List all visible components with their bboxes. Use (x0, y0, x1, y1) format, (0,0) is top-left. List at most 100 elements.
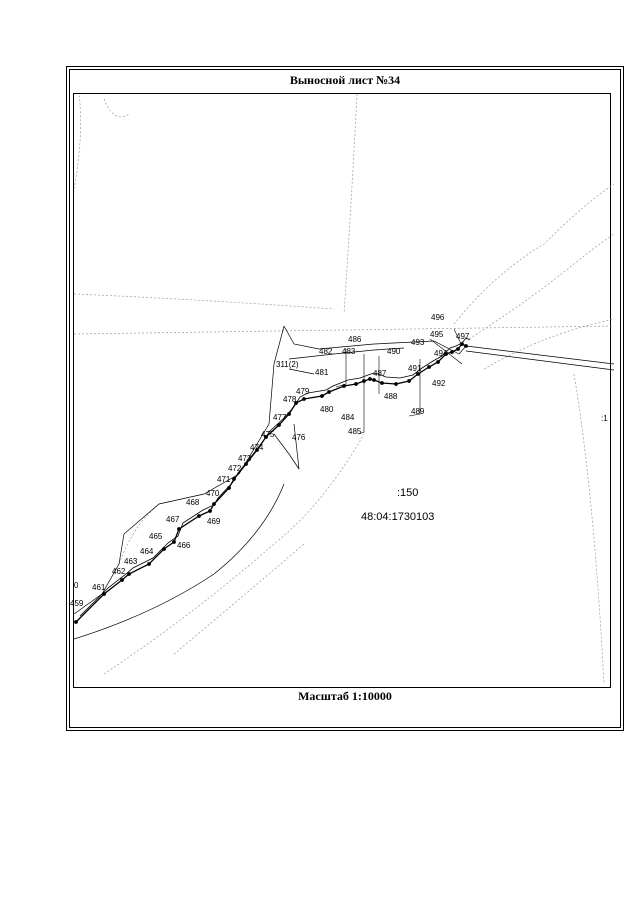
boundary-point-468 (197, 514, 201, 518)
point-label-465: 465 (149, 532, 163, 541)
scale-label: Масштаб 1:10000 (298, 689, 392, 703)
contour-line (173, 543, 305, 655)
boundary-point-488 (394, 382, 398, 386)
point-label-493: 493 (411, 338, 425, 347)
sheet-inner-border (69, 69, 621, 728)
point-label-495: 495 (430, 330, 444, 339)
point-label-467: 467 (166, 515, 180, 524)
boundary-point-472 (232, 477, 236, 481)
boundary-point-478 (294, 401, 298, 405)
boundary-point-462 (120, 578, 124, 582)
point-label-497: 497 (456, 332, 470, 341)
boundary-point-480 (320, 394, 324, 398)
contour-line (73, 93, 81, 190)
point-label-483: 483 (342, 347, 356, 356)
map-sheet: Выносной лист №34 Масштаб 1:10000 (66, 66, 624, 731)
point-label-464: 464 (140, 547, 154, 556)
point-label-479: 479 (296, 387, 310, 396)
point-label-485: 485 (348, 427, 362, 436)
boundary-point-470 (212, 502, 216, 506)
boundary-point-485 (368, 377, 372, 381)
boundary-point-487 (380, 381, 384, 385)
background-contours (73, 93, 615, 685)
edge-label-left: 0 (74, 581, 79, 590)
contour-line (103, 98, 130, 118)
point-label-463: 463 (124, 557, 138, 566)
point-label-473: 473 (238, 454, 252, 463)
boundary-route-parallel (79, 337, 471, 617)
boundary-point-471 (227, 486, 231, 490)
boundary-point-475 (264, 435, 268, 439)
point-label-477: 477 (273, 413, 287, 422)
point-label-474: 474 (250, 443, 264, 452)
boundary-route-line (75, 343, 467, 623)
contour-line (453, 183, 615, 325)
boundary-point-474 (255, 448, 259, 452)
sheet-title: Выносной лист №34 (289, 73, 401, 87)
boundary-point-465 (162, 547, 166, 551)
boundary-route: 4594614624634644654664674684694704714724… (70, 313, 471, 624)
boundary-point-467 (177, 527, 181, 531)
road (465, 345, 615, 371)
point-label-492: 492 (432, 379, 446, 388)
point-label-478: 478 (283, 395, 297, 404)
parcel-tag: 311(2) (276, 360, 299, 369)
point-label-470: 470 (206, 489, 220, 498)
boundary-point-477 (287, 412, 291, 416)
point-label-491: 491 (408, 364, 422, 373)
boundary-point-495 (456, 347, 460, 351)
leader-lines (335, 328, 463, 435)
contour-line (483, 318, 615, 370)
point-label-472: 472 (228, 464, 242, 473)
boundary-point-469 (208, 509, 212, 513)
point-label-480: 480 (320, 405, 334, 414)
point-labels: 4594614624634644654664674684694704714724… (70, 313, 470, 608)
boundary-point-466 (172, 540, 176, 544)
boundary-point-496 (460, 342, 464, 346)
boundary-point-497 (464, 344, 468, 348)
boundary-point-494 (450, 350, 454, 354)
point-label-475: 475 (261, 430, 275, 439)
contour-line (343, 93, 358, 315)
contour-line (468, 233, 615, 340)
boundary-point-461 (102, 592, 106, 596)
point-label-471: 471 (217, 475, 231, 484)
point-label-494: 494 (434, 349, 448, 358)
point-label-487: 487 (373, 369, 387, 378)
boundary-point-463 (127, 572, 131, 576)
boundary-point-492 (436, 360, 440, 364)
boundary-point-486 (372, 378, 376, 382)
contour-line (73, 325, 615, 335)
parcel-label: :150 (397, 487, 418, 499)
boundary-point-493 (444, 352, 448, 356)
boundary-point-479 (302, 397, 306, 401)
point-label-468: 468 (186, 498, 200, 507)
point-label-469: 469 (207, 517, 221, 526)
point-label-461: 461 (92, 583, 106, 592)
point-label-490: 490 (387, 347, 401, 356)
edge-label-right: :1 (601, 414, 608, 423)
boundary-point-481 (327, 390, 331, 394)
cadastral-number: 48:04:1730103 (361, 511, 434, 523)
boundary-points (74, 342, 468, 624)
boundary-point-473 (244, 462, 248, 466)
point-label-488: 488 (384, 392, 398, 401)
boundary-point-459 (74, 620, 78, 624)
point-label-484: 484 (341, 413, 355, 422)
point-label-459: 459 (70, 599, 84, 608)
boundary-point-489 (407, 379, 411, 383)
point-label-482: 482 (319, 347, 333, 356)
point-label-486: 486 (348, 335, 362, 344)
parcel-outline (73, 325, 467, 640)
boundary-point-491 (427, 365, 431, 369)
point-label-481: 481 (315, 368, 329, 377)
boundary-point-483 (354, 382, 358, 386)
contour-line (573, 373, 605, 685)
point-label-462: 462 (112, 567, 126, 576)
boundary-point-476 (277, 423, 281, 427)
map-canvas: 4594614624634644654664674684694704714724… (70, 93, 615, 685)
point-label-496: 496 (431, 313, 445, 322)
boundary-point-464 (147, 562, 151, 566)
contour-line (73, 293, 335, 310)
